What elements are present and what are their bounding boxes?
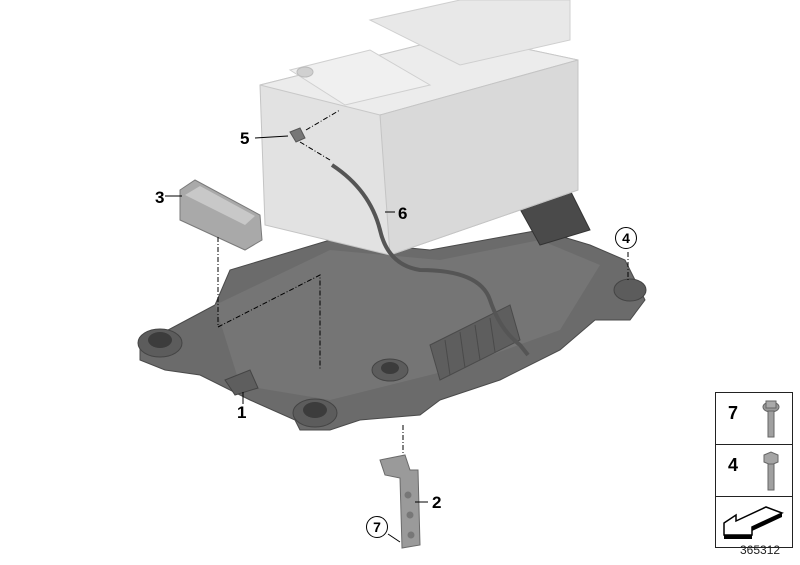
legend-item-4[interactable]: 4: [716, 445, 792, 497]
vent-hose[interactable]: [330, 163, 530, 357]
diagram-number: 365312: [740, 543, 781, 557]
legend-label-4: 4: [728, 455, 739, 475]
flange-bolt-icon: [762, 400, 780, 438]
callout-5[interactable]: 5: [240, 129, 250, 148]
fastener-legend: 7 4: [715, 392, 793, 548]
legend-item-arrow[interactable]: [716, 497, 792, 547]
callout-6[interactable]: 6: [398, 204, 408, 223]
callout-1[interactable]: 1: [237, 403, 247, 422]
callout-7-circled[interactable]: 7: [366, 516, 388, 538]
legend-item-7[interactable]: 7: [716, 393, 792, 445]
battery-tray[interactable]: [137, 189, 647, 431]
callout-2[interactable]: 2: [432, 493, 442, 512]
callout-3[interactable]: 3: [155, 188, 165, 207]
hex-bolt-icon: [763, 451, 779, 491]
callout-4-circled[interactable]: 4: [615, 227, 637, 249]
legend-label-7: 7: [728, 403, 739, 423]
battery-clamp[interactable]: [179, 179, 263, 251]
bracket[interactable]: [379, 454, 421, 549]
battery[interactable]: [259, 0, 579, 256]
arrow-direction-icon: [723, 506, 784, 539]
vent-elbow[interactable]: [289, 127, 306, 143]
